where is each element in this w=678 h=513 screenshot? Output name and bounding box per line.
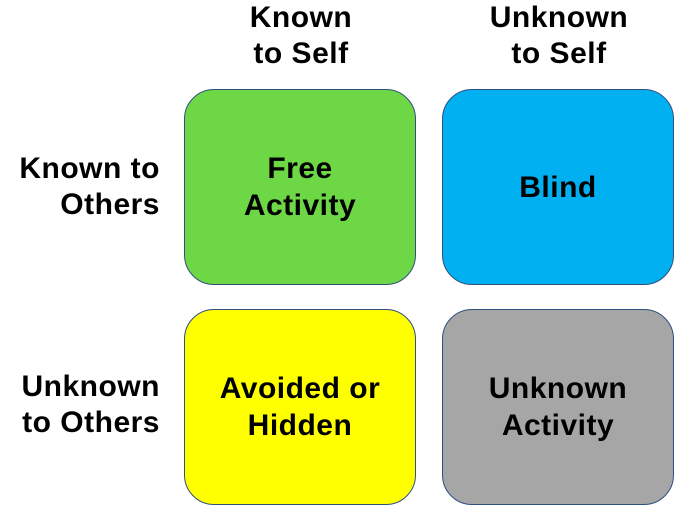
quadrant-unknown-activity: Unknown Activity <box>442 309 674 505</box>
column-header-line: to Self <box>511 37 607 70</box>
quadrant-blind: Blind <box>442 89 674 285</box>
row-header-unknown-to-others: Unknown to Others <box>0 369 160 441</box>
column-header-line: Unknown <box>489 1 629 34</box>
row-header-line: Unknown <box>21 370 160 403</box>
quadrant-label-line: Free <box>267 152 333 185</box>
quadrant-label-line: Hidden <box>247 409 353 442</box>
quadrant-label-line: Blind <box>519 170 597 204</box>
column-header-unknown-to-self: Unknown to Self <box>442 0 676 72</box>
quadrant-avoided-or-hidden: Avoided or Hidden <box>184 309 416 505</box>
column-header-line: Known <box>249 1 353 34</box>
row-header-line: Others <box>60 188 160 221</box>
quadrant-label-line: Activity <box>501 409 615 442</box>
column-header-line: to Self <box>253 37 349 70</box>
quadrant-label-line: Activity <box>243 189 357 222</box>
quadrant-label-line: Avoided or <box>219 372 381 405</box>
row-header-known-to-others: Known to Others <box>0 151 160 223</box>
row-header-line: Known to <box>19 152 160 185</box>
quadrant-free-activity: Free Activity <box>184 89 416 285</box>
row-header-line: to Others <box>22 406 160 439</box>
column-header-known-to-self: Known to Self <box>184 0 418 72</box>
quadrant-label-line: Unknown <box>488 372 628 405</box>
